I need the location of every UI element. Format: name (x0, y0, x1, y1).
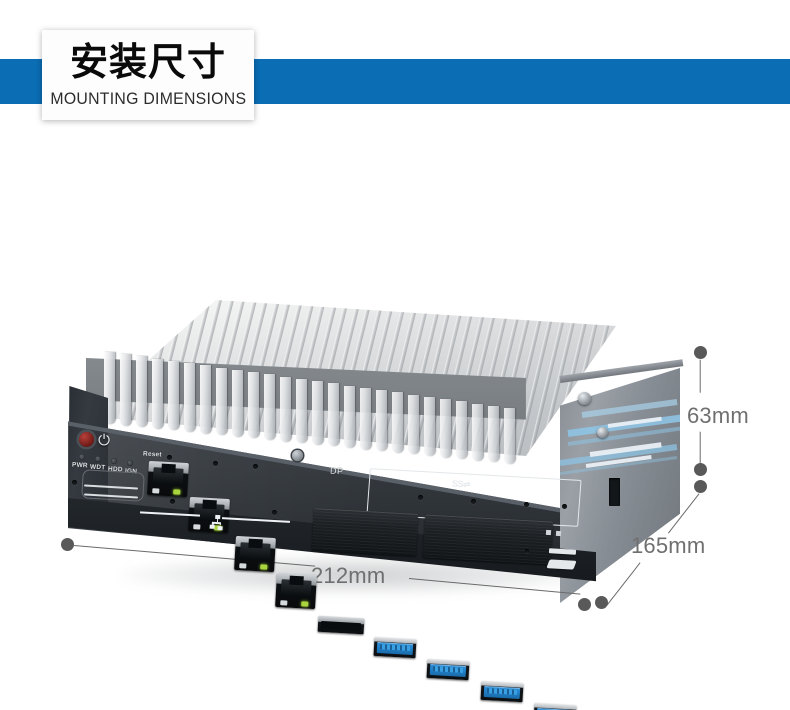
lan-port-4[interactable] (275, 572, 317, 610)
dim-label-depth: 165mm (631, 533, 706, 558)
drive-bay-left-texture (311, 508, 419, 556)
front-hole-left (72, 480, 77, 485)
reset-label: Reset (142, 450, 162, 459)
lan-port-3[interactable] (234, 535, 276, 573)
drive-bay-left[interactable] (311, 508, 419, 556)
drive-bay-right[interactable] (422, 514, 554, 565)
usb-port-2[interactable] (426, 658, 470, 681)
led-pwr (79, 454, 85, 460)
lan-led-green-3 (260, 564, 268, 570)
dim-marker-height-bottom (694, 463, 707, 476)
usb-port-3[interactable] (480, 680, 524, 703)
dim-line-height-upper (699, 359, 701, 393)
drive-bay-right-texture (422, 514, 554, 565)
displayport-connector[interactable] (317, 615, 365, 635)
status-square-1 (545, 529, 552, 536)
dim-marker-depth-top (694, 480, 707, 493)
status-square-2 (555, 530, 562, 537)
card-slot-lower (546, 559, 577, 570)
lan-mount-hole-2 (213, 461, 218, 466)
lan-mount-hole-4 (170, 499, 175, 504)
usb-mount-hole-2 (471, 499, 476, 504)
power-reset-red-button[interactable] (79, 432, 94, 447)
section-title-card: 安装尺寸 MOUNTING DIMENSIONS (42, 30, 254, 120)
usb-port-4[interactable] (533, 702, 577, 710)
lan-led-green-1 (173, 489, 181, 495)
side-screw-bottom (597, 427, 608, 438)
side-screw-top (578, 392, 591, 405)
page-title-cn: 安装尺寸 (69, 40, 226, 84)
lan-led-white-1 (152, 488, 160, 494)
led-label-pwr: PWR (71, 461, 88, 470)
dim-marker-width-left (61, 538, 74, 551)
lan-led-white-2 (193, 524, 201, 530)
led-hdd (111, 458, 117, 464)
usb-mount-hole-1 (418, 495, 423, 500)
dp-label: DP (329, 465, 344, 477)
lan-led-white-3 (239, 563, 247, 569)
bezel-screw-center (292, 450, 303, 461)
lan-port-1[interactable] (147, 460, 189, 498)
dim-line-height-lower (699, 431, 701, 465)
superspeed-usb-icon: SS⇌ (451, 478, 471, 490)
lan-mount-hole-3 (253, 464, 258, 469)
usb-mount-hole-4 (562, 504, 567, 509)
dim-marker-height-top (694, 346, 707, 359)
dim-label-height: 63mm (687, 403, 749, 428)
lan-led-green-4 (301, 601, 309, 607)
led-wdt (95, 456, 101, 462)
page-title-en: MOUNTING DIMENSIONS (50, 89, 246, 108)
network-icon (209, 514, 225, 530)
dim-marker-width-right (578, 598, 591, 611)
power-icon[interactable]: ⏻ (98, 432, 110, 449)
side-expansion-slot (609, 478, 620, 506)
lan-mount-hole-1 (167, 455, 172, 460)
dim-label-width: 212mm (311, 563, 386, 588)
usb-port-1[interactable] (373, 636, 417, 659)
lan-led-white-4 (280, 600, 288, 606)
led-ign (127, 460, 133, 466)
drive-bay-right-pinhole (525, 549, 529, 553)
lan-mount-hole-5 (272, 510, 277, 515)
dim-marker-depth-bottom (595, 596, 608, 609)
usb-mount-hole-3 (524, 502, 529, 507)
